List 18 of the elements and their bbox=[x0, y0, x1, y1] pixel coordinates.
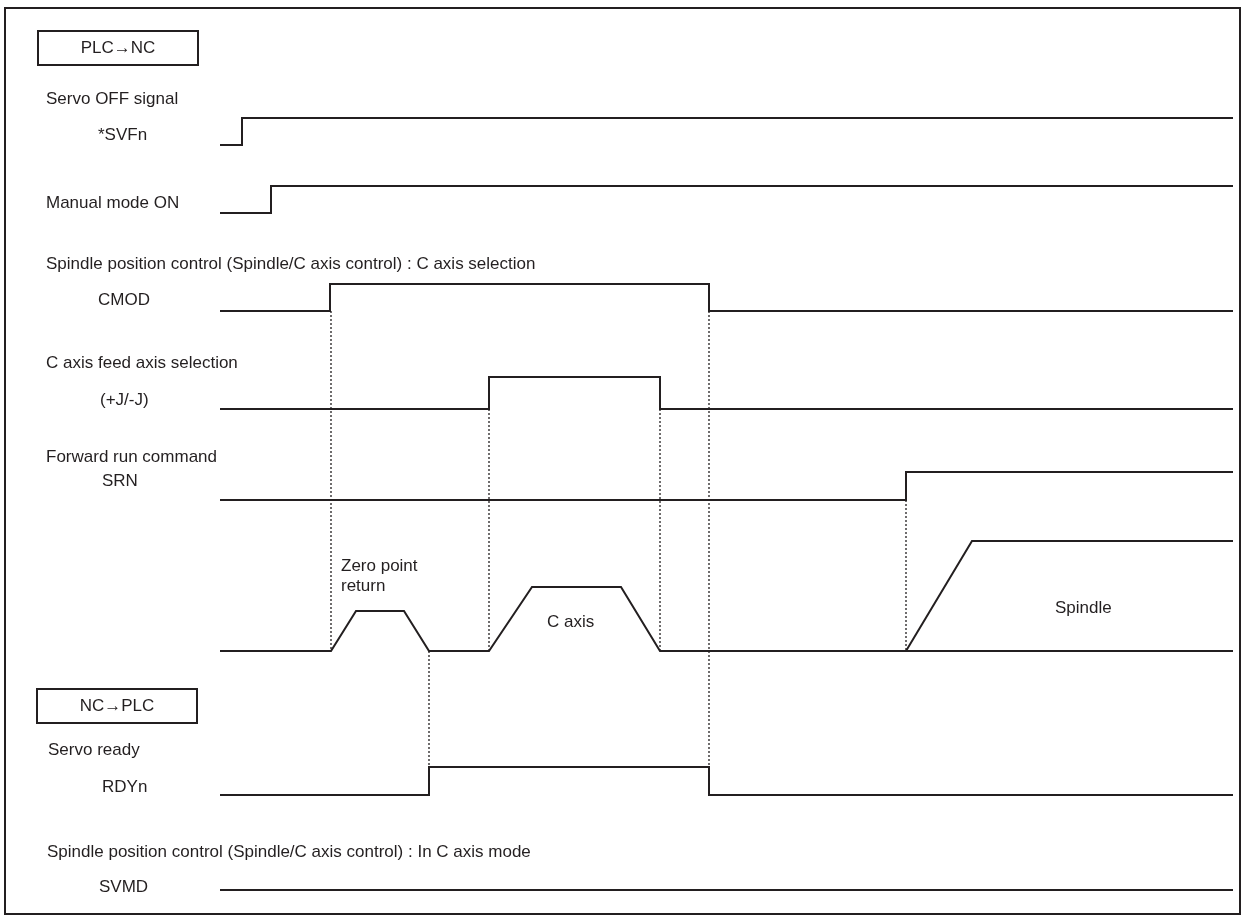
signal-name: RDYn bbox=[102, 777, 148, 797]
signal-name: *SVFn bbox=[98, 125, 148, 145]
waveform-label: Spindle bbox=[1055, 598, 1112, 618]
signal-name: (+J/-J) bbox=[100, 390, 149, 410]
signal-name: SRN bbox=[102, 471, 138, 491]
waveform-label: C axis bbox=[547, 612, 595, 632]
signal-description: Servo OFF signal bbox=[46, 89, 179, 109]
signal-description: Spindle position control (Spindle/C axis control) : In C axis mode bbox=[47, 842, 531, 862]
signal-description: Spindle position control (Spindle/C axis control) : C axis selection bbox=[46, 254, 536, 274]
signal-description: Manual mode ON bbox=[46, 193, 180, 213]
signal-description: C axis feed axis selection bbox=[46, 353, 238, 373]
waveform-label: Zero point return bbox=[341, 556, 419, 596]
direction-label-box: NC→PLC bbox=[36, 688, 198, 724]
signal-name: SVMD bbox=[99, 877, 149, 897]
signal-description: Forward run command bbox=[46, 447, 217, 467]
direction-label-box: PLC→NC bbox=[37, 30, 199, 66]
signal-description: Servo ready bbox=[48, 740, 140, 760]
signal-name: CMOD bbox=[98, 290, 150, 310]
